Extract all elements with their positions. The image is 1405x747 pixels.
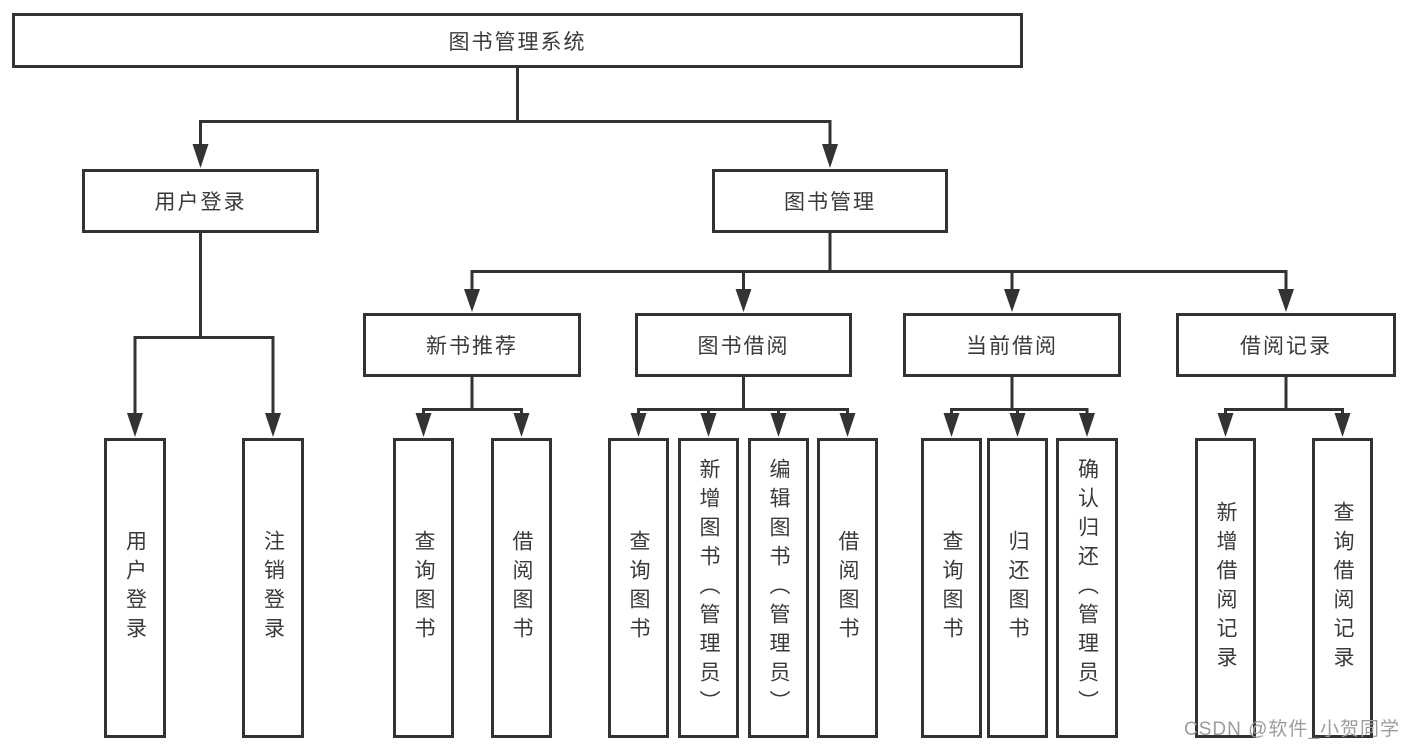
node-user-login: 用户登录 bbox=[82, 169, 319, 233]
leaf-current-query-books-label: 查询图书 bbox=[940, 530, 964, 646]
node-borrow-records-label: 借阅记录 bbox=[1240, 335, 1332, 358]
leaf-edit-books-admin: 编辑图书（管理员） bbox=[748, 438, 809, 738]
leaf-edit-books-admin-label: 编辑图书（管理员） bbox=[767, 457, 791, 719]
leaf-add-borrow-record-label: 新增借阅记录 bbox=[1214, 501, 1238, 675]
leaf-recommend-query-books: 查询图书 bbox=[393, 438, 454, 738]
leaf-user-login-label: 用户登录 bbox=[123, 530, 147, 646]
leaf-logout-label: 注销登录 bbox=[261, 530, 285, 646]
node-root-label: 图书管理系统 bbox=[448, 30, 587, 54]
leaf-return-books-label: 归还图书 bbox=[1006, 530, 1030, 646]
node-new-book-recommend: 新书推荐 bbox=[363, 313, 581, 377]
leaf-borrow-query-books-label: 查询图书 bbox=[627, 530, 651, 646]
node-book-borrow: 图书借阅 bbox=[635, 313, 852, 377]
leaf-return-books: 归还图书 bbox=[987, 438, 1048, 738]
leaf-borrow-query-books: 查询图书 bbox=[608, 438, 669, 738]
node-root: 图书管理系统 bbox=[12, 13, 1023, 68]
node-borrow-records: 借阅记录 bbox=[1176, 313, 1396, 377]
leaf-add-borrow-record: 新增借阅记录 bbox=[1195, 438, 1256, 738]
node-new-book-recommend-label: 新书推荐 bbox=[426, 335, 518, 358]
leaf-logout: 注销登录 bbox=[242, 438, 304, 738]
leaf-recommend-query-books-label: 查询图书 bbox=[412, 530, 436, 646]
arrowheads bbox=[127, 144, 1351, 437]
leaf-current-query-books: 查询图书 bbox=[921, 438, 982, 738]
node-current-borrow: 当前借阅 bbox=[903, 313, 1121, 377]
node-book-management-label: 图书管理 bbox=[784, 191, 876, 214]
leaf-borrow-books-label: 借阅图书 bbox=[836, 530, 860, 646]
leaf-add-books-admin-label: 新增图书（管理员） bbox=[697, 457, 721, 719]
node-current-borrow-label: 当前借阅 bbox=[966, 335, 1058, 358]
leaf-user-login: 用户登录 bbox=[104, 438, 166, 738]
leaf-borrow-books: 借阅图书 bbox=[817, 438, 878, 738]
node-book-management: 图书管理 bbox=[712, 169, 948, 233]
leaf-add-books-admin: 新增图书（管理员） bbox=[678, 438, 739, 738]
csdn-watermark: CSDN @软件_小贺同学 bbox=[1184, 719, 1400, 740]
node-book-borrow-label: 图书借阅 bbox=[697, 335, 790, 358]
node-user-login-label: 用户登录 bbox=[154, 191, 247, 214]
leaf-recommend-borrow-books-label: 借阅图书 bbox=[510, 530, 534, 646]
leaf-query-borrow-record-label: 查询借阅记录 bbox=[1331, 501, 1355, 675]
leaf-confirm-return-admin: 确认归还（管理员） bbox=[1056, 438, 1118, 738]
leaf-recommend-borrow-books: 借阅图书 bbox=[491, 438, 552, 738]
leaf-confirm-return-admin-label: 确认归还（管理员） bbox=[1075, 457, 1099, 719]
leaf-query-borrow-record: 查询借阅记录 bbox=[1312, 438, 1373, 738]
